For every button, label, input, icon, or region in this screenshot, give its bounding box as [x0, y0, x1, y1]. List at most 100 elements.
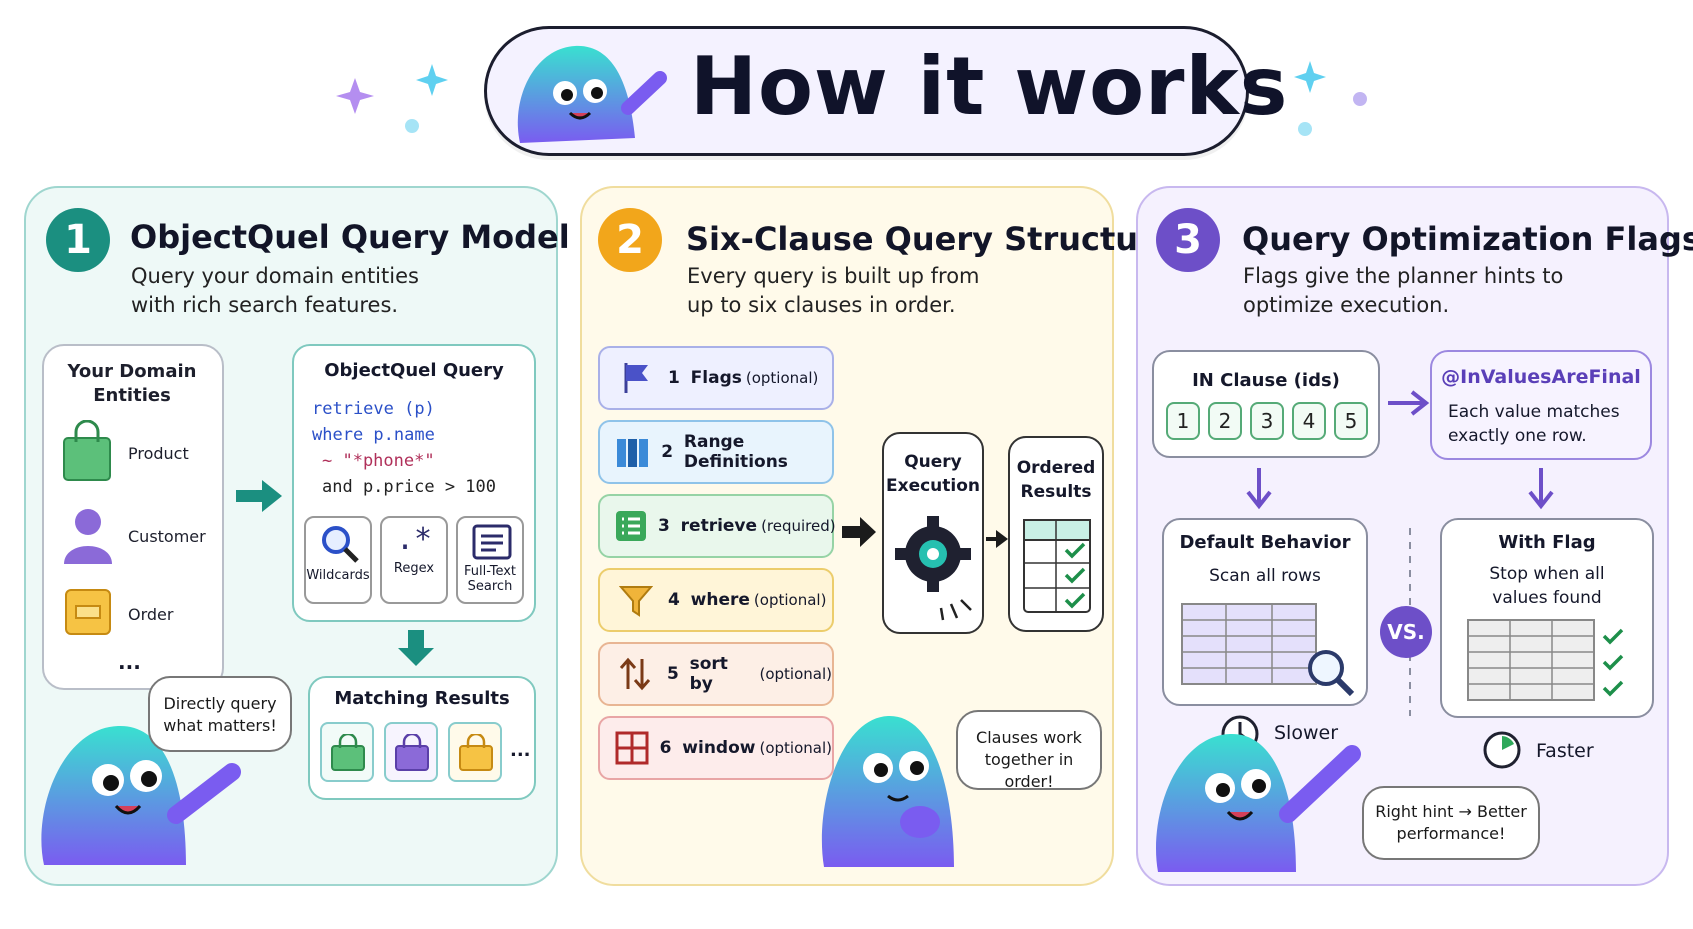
stopped-table-icon — [1467, 619, 1624, 701]
feature-label: Regex — [393, 561, 435, 576]
step-number: 1 — [46, 208, 110, 272]
panel-subtitle: Flags give the planner hints to optimize… — [1243, 264, 1564, 317]
feature-fulltext: Full-Text Search — [456, 516, 524, 604]
vs-badge: VS. — [1380, 606, 1432, 658]
clause-num: 2 — [661, 442, 674, 462]
feature-regex: .* Regex — [380, 516, 448, 604]
query-title: ObjectQuel Query — [324, 360, 504, 381]
filter-icon — [619, 586, 653, 617]
arrow-down-icon — [1246, 468, 1272, 510]
sparkle-icon — [1294, 61, 1367, 136]
clause-name: where — [690, 590, 750, 610]
code-line: retrieve (p) — [312, 399, 435, 419]
speech-bubble: Clauses work together in order! — [956, 710, 1102, 791]
result-item — [320, 722, 374, 782]
clause-window: 6 window(optional) — [598, 716, 834, 780]
speech-bubble: Right hint → Better performance! — [1362, 786, 1540, 860]
timer-icon — [1483, 731, 1521, 769]
shopping-bag-icon — [331, 732, 365, 771]
arrow-right-icon — [842, 517, 876, 547]
mascot-pointing-icon — [1155, 733, 1361, 872]
feature-label: Wildcards — [306, 568, 370, 583]
arrow-down-icon — [398, 630, 434, 666]
clause-num: 6 — [659, 738, 672, 758]
query-code: retrieve (p) where p.name ~ "*phone*" an… — [312, 396, 496, 500]
window-grid-icon — [615, 731, 649, 765]
panel-subtitle: Query your domain entities with rich sea… — [131, 264, 419, 317]
clause-note: (optional) — [753, 591, 827, 609]
default-desc: Scan all rows — [1209, 566, 1321, 586]
step-number: 2 — [598, 208, 662, 272]
id-value: 3 — [1250, 402, 1284, 440]
in-clause-title: IN Clause (ids) — [1192, 370, 1340, 391]
shopping-bag-icon — [395, 732, 429, 771]
result-item — [384, 722, 438, 782]
id-value: 5 — [1334, 402, 1368, 440]
slower-label: Slower — [1274, 722, 1339, 744]
clause-flags: 1 Flags(optional) — [598, 346, 834, 410]
clause-note: (required) — [761, 517, 836, 535]
clause-num: 5 — [666, 664, 679, 684]
ordered-results-title: Ordered Results — [1016, 458, 1096, 502]
clause-name: Range Definitions — [683, 432, 788, 472]
clause-note: (optional) — [759, 665, 833, 683]
panel-title: ObjectQuel Query Model — [130, 218, 570, 256]
more-entities: ... — [118, 650, 141, 674]
feature-label: Full-Text Search — [463, 564, 517, 594]
clause-note: (optional) — [745, 369, 819, 387]
flag-card — [1430, 350, 1652, 460]
mascot-pointing-icon — [517, 45, 667, 143]
gear-icon — [895, 516, 972, 621]
order-box-icon — [65, 589, 111, 635]
clause-num: 4 — [668, 590, 680, 610]
clause-name: sort by — [689, 654, 728, 694]
feature-wildcards: Wildcards — [304, 516, 372, 604]
entity-product: Product — [128, 444, 189, 463]
clause-range: 2 Range Definitions — [598, 420, 834, 484]
clause-num: 3 — [658, 516, 670, 536]
arrow-right-icon — [986, 530, 1008, 548]
clause-where: 4 where(optional) — [598, 568, 834, 632]
faster-label: Faster — [1536, 740, 1594, 762]
default-title: Default Behavior — [1179, 532, 1351, 553]
page-title: How it works — [690, 40, 1289, 133]
shopping-bag-icon — [63, 420, 111, 481]
clause-retrieve: 3 retrieve(required) — [598, 494, 836, 558]
code-line: where p.name — [312, 425, 435, 445]
mascot-pointing-icon — [41, 725, 241, 865]
result-item — [448, 722, 502, 782]
ordered-table-icon — [1023, 519, 1091, 613]
id-list: 1 2 3 4 5 — [1166, 402, 1368, 440]
document-icon — [472, 524, 512, 560]
with-flag-title: With Flag — [1498, 532, 1596, 553]
arrow-down-icon — [1528, 468, 1554, 510]
id-value: 4 — [1292, 402, 1326, 440]
more-results: ... — [510, 740, 531, 761]
clause-name: retrieve — [680, 516, 758, 536]
magnifier-icon — [322, 526, 359, 563]
code-line: and p.price > 100 — [322, 477, 496, 497]
scan-table-icon — [1181, 603, 1355, 697]
clause-num: 1 — [668, 368, 680, 388]
list-icon — [616, 511, 646, 541]
flag-icon — [624, 363, 648, 393]
clause-name: Flags — [690, 368, 742, 388]
shopping-bag-icon — [459, 732, 493, 771]
clause-sort: 5 sort by (optional) — [598, 642, 834, 706]
mascot-thinking-icon — [821, 715, 954, 867]
clause-name: window — [682, 738, 756, 758]
clause-note: (optional) — [759, 739, 833, 757]
panel-title: Query Optimization Flags — [1242, 220, 1693, 258]
entity-customer: Customer — [128, 527, 206, 546]
sort-arrows-icon — [620, 657, 651, 691]
entity-order: Order — [128, 605, 174, 624]
flag-name: @InValuesAreFinal — [1441, 366, 1641, 388]
id-value: 2 — [1208, 402, 1242, 440]
arrow-right-icon — [236, 480, 282, 512]
sparkle-icon — [336, 64, 448, 133]
entities-title: Your Domain Entities — [67, 361, 197, 406]
books-icon — [616, 439, 648, 467]
flag-desc: Each value matches exactly one row. — [1448, 402, 1620, 446]
id-value: 1 — [1166, 402, 1200, 440]
results-title: Matching Results — [334, 688, 510, 709]
